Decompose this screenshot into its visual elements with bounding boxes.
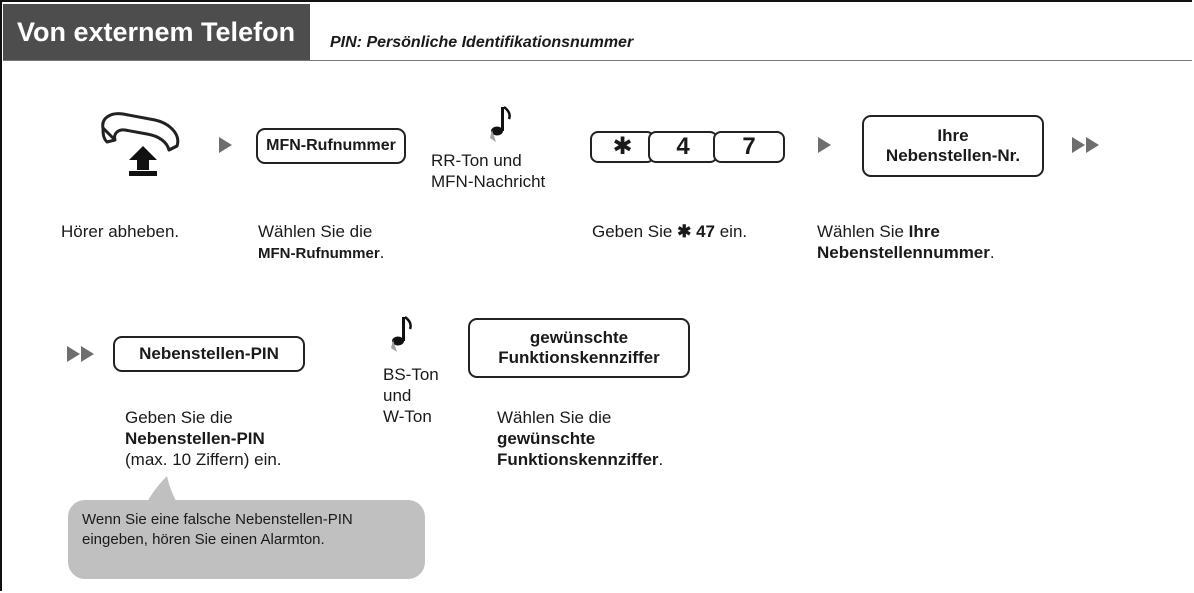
- step-function-caption: Wählen Sie die gewünschte Funktionskennz…: [497, 408, 664, 469]
- flow-arrow: [818, 137, 831, 153]
- page-title: Von externem Telefon: [3, 4, 310, 61]
- flow-arrow: [81, 346, 94, 362]
- note-bubble-tail: [145, 476, 179, 506]
- flow-arrow: [1086, 137, 1099, 153]
- page-subtitle: PIN: Persönliche Identifikationsnummer: [330, 34, 634, 51]
- step-feature-code-caption: Geben Sie ✱ 47 ein.: [592, 222, 748, 241]
- mfn-number-box: MFN-Rufnummer: [256, 128, 406, 164]
- flow-arrow: [67, 346, 80, 362]
- tone-note-icon: [490, 106, 511, 142]
- handset-off-hook-icon: [101, 112, 180, 176]
- extension-pin-box: Nebenstellen-PIN: [113, 336, 305, 372]
- step-pin-caption: Geben Sie die Nebenstellen-PIN (max. 10 …: [125, 408, 282, 469]
- flow-arrow: [219, 137, 232, 153]
- step-dial-mfn-caption: Wählen Sie die MFN-Rufnummer.: [258, 222, 385, 262]
- digit-7-key: 7: [713, 131, 785, 163]
- step-pickup-caption: Hörer abheben.: [61, 222, 180, 241]
- step-extension-caption: Wählen Sie Ihre Nebenstellennummer.: [817, 222, 995, 262]
- title-divider: [3, 60, 1192, 61]
- star-symbol: ✱: [677, 222, 692, 241]
- flow-arrow: [1072, 137, 1085, 153]
- star-key: ✱: [590, 131, 655, 163]
- tone-note-icon: [391, 316, 412, 352]
- digit-4-key: 4: [648, 131, 718, 163]
